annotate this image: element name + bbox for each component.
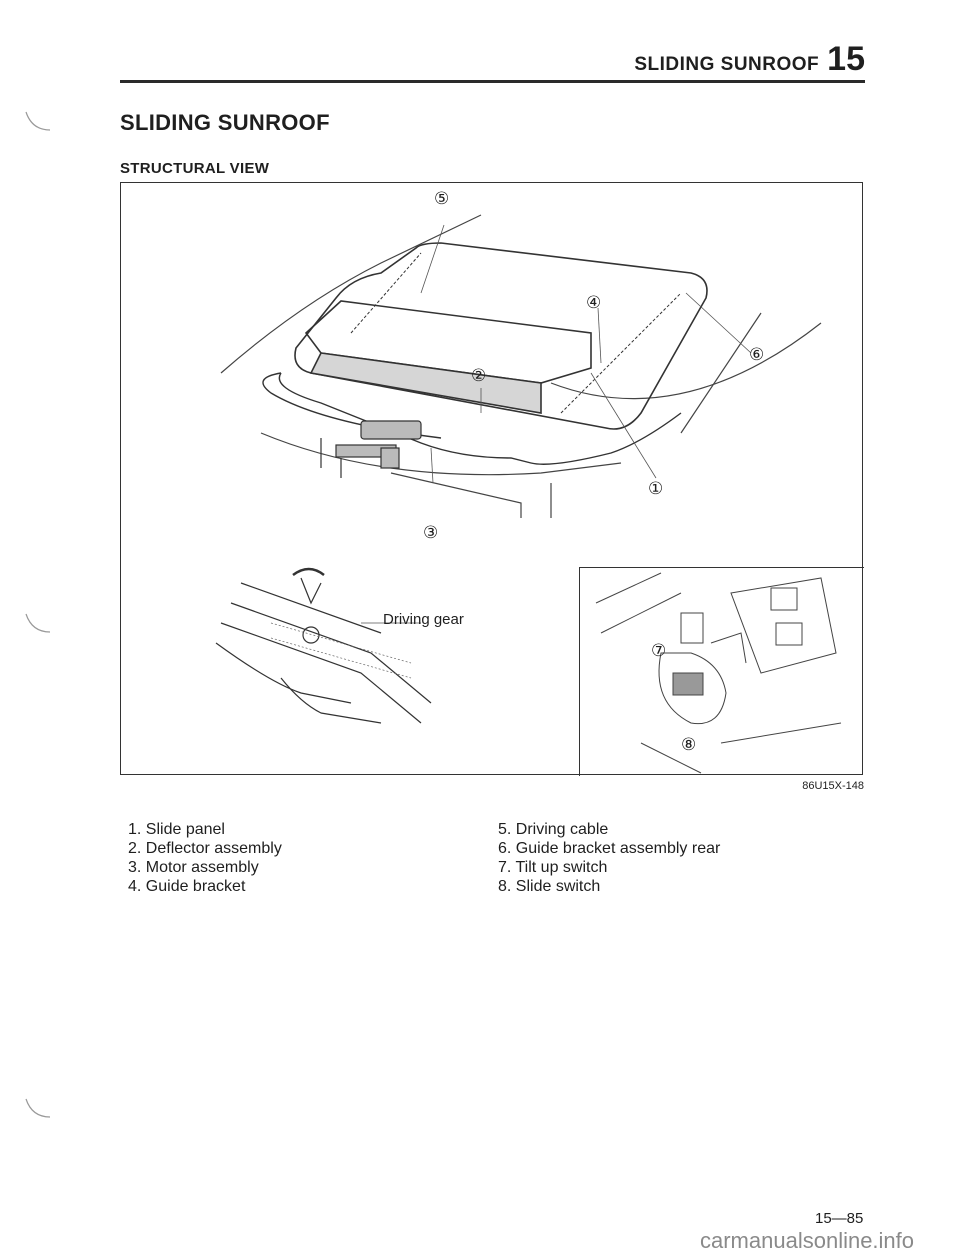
legend-item: 7. Tilt up switch [498,859,608,876]
legend-item: 1. Slide panel [128,821,225,838]
page-number: 15—85 [815,1210,864,1227]
callout-6: ⑥ [749,345,765,364]
figure-code: 86U15X-148 [802,780,864,792]
binding-mark [25,1098,51,1118]
watermark: carmanualsonline.info [700,1228,915,1253]
legend-item: 5. Driving cable [498,821,609,838]
callout-4: ④ [586,293,602,312]
page-title: SLIDING SUNROOF [120,110,330,135]
running-header: SLIDING SUNROOF 15 [634,40,865,79]
sunroof-illustration [215,214,842,774]
switch-detail-inset [579,567,864,776]
structural-view-figure: ⑤ ④ ⑥ ② ① ③ ⑦ ⑧ Driving gear [120,182,864,776]
legend-item: 8. Slide switch [498,878,601,895]
legend-item: 3. Motor assembly [128,859,259,876]
binding-mark [25,613,51,633]
callout-3: ③ [423,523,439,542]
legend-item: 4. Guide bracket [128,878,246,895]
callout-8: ⑧ [681,735,697,754]
legend-item: 2. Deflector assembly [128,840,282,857]
callout-7: ⑦ [651,641,667,660]
section-subtitle: STRUCTURAL VIEW [120,160,270,177]
callout-1: ① [648,479,664,498]
parts-legend-right: 5. Driving cable 6. Guide bracket assemb… [498,820,720,896]
callout-5: ⑤ [434,189,450,208]
callout-2: ② [471,366,487,385]
legend-item: 6. Guide bracket assembly rear [498,840,721,857]
parts-legend-left: 1. Slide panel 2. Deflector assembly 3. … [128,820,282,896]
binding-mark [25,111,51,131]
header-rule [120,80,865,83]
running-header-title: SLIDING SUNROOF [634,54,820,75]
running-header-section-number: 15 [827,40,865,78]
driving-gear-label: Driving gear [383,611,464,628]
